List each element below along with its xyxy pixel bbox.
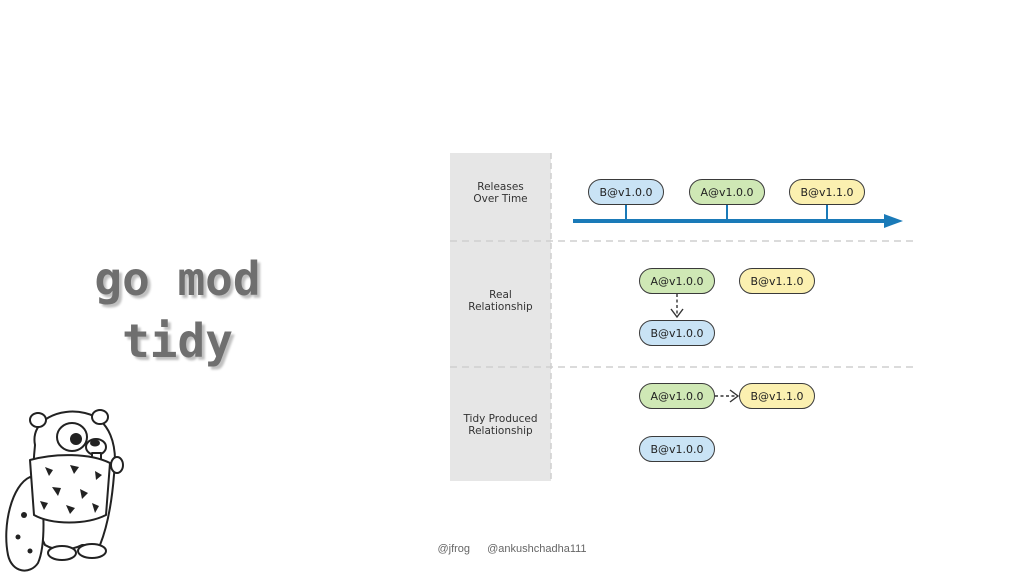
lane-label-tidy-line1: Tidy Produced xyxy=(463,413,538,425)
lane-label-real-line2: Relationship xyxy=(468,301,533,313)
footer-handles: @jfrog @ankushchadha111 xyxy=(0,543,1024,555)
lane-label-tidy: Tidy Produced Relationship xyxy=(450,413,551,437)
tidy-b-v1-0-0: B@v1.0.0 xyxy=(639,436,715,462)
real-dependency-arrow xyxy=(670,294,684,319)
footer-handle-jfrog: @jfrog xyxy=(437,543,471,555)
release-a-v1-0-0: A@v1.0.0 xyxy=(689,179,765,205)
timeline-arrow xyxy=(573,214,903,228)
tidy-a-v1-0-0: A@v1.0.0 xyxy=(639,383,715,409)
lane-label-real-line1: Real xyxy=(489,289,512,301)
dependency-diagram xyxy=(450,153,918,481)
lane-label-releases-line1: Releases xyxy=(477,181,524,193)
gopher-caveman-icon xyxy=(5,409,124,572)
lane-label-releases-line2: Over Time xyxy=(473,193,528,205)
lane-label-tidy-line2: Relationship xyxy=(468,425,533,437)
real-b-v1-0-0: B@v1.0.0 xyxy=(639,320,715,346)
tidy-dependency-arrow xyxy=(715,389,740,403)
release-b-v1-1-0: B@v1.1.0 xyxy=(789,179,865,205)
title-line-2: tidy xyxy=(122,314,233,368)
slide-title: go mod tidy xyxy=(60,248,295,372)
lane-label-real: Real Relationship xyxy=(450,289,551,313)
tidy-b-v1-1-0: B@v1.1.0 xyxy=(739,383,815,409)
release-b-v1-0-0: B@v1.0.0 xyxy=(588,179,664,205)
lane-label-releases: Releases Over Time xyxy=(450,181,551,205)
real-b-v1-1-0: B@v1.1.0 xyxy=(739,268,815,294)
lane-label-column xyxy=(450,153,551,481)
title-line-1: go mod xyxy=(94,252,261,306)
footer-handle-ankush: @ankushchadha111 xyxy=(487,543,587,555)
real-a-v1-0-0: A@v1.0.0 xyxy=(639,268,715,294)
